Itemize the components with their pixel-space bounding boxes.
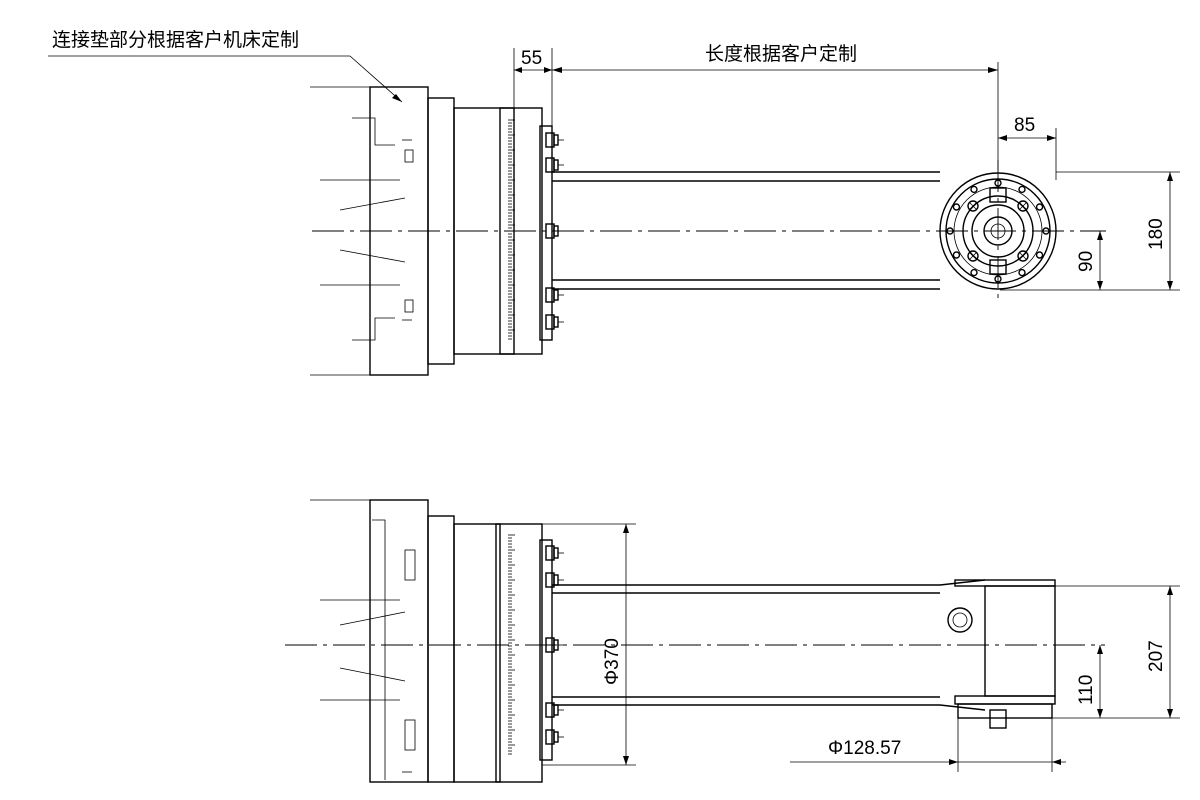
pad-hidden-lines-bottom bbox=[310, 499, 416, 780]
dim-90-label: 90 bbox=[1076, 251, 1097, 272]
dim-dia370-label: Φ370 bbox=[602, 638, 623, 685]
dim-85: 85 bbox=[998, 115, 1057, 180]
dim-55: 55 bbox=[521, 48, 542, 69]
dim-length: 55 长度根据客户定制 bbox=[513, 43, 999, 170]
flange-ring-bottom bbox=[427, 515, 455, 783]
dim-180-label: 180 bbox=[1146, 218, 1167, 250]
dim-90: 90 bbox=[1076, 231, 1103, 290]
dim-dia128: Φ128.57 bbox=[790, 718, 1066, 772]
pad-note-annotation: 连接垫部分根据客户机床定制 bbox=[48, 29, 403, 103]
dim-180: 180 bbox=[1000, 171, 1180, 291]
dim-207: 207 bbox=[1052, 585, 1180, 719]
dim-110-label: 110 bbox=[1076, 675, 1097, 705]
connection-pad-bottom bbox=[369, 499, 429, 783]
bolts-bottom bbox=[545, 545, 564, 745]
mounting-plate-bottom bbox=[539, 539, 553, 761]
scale-ring-bottom bbox=[495, 523, 543, 783]
scale-ticks-top bbox=[508, 119, 515, 340]
mounting-plate-top bbox=[539, 125, 553, 341]
body-bottom bbox=[453, 523, 501, 783]
dim-85-label: 85 bbox=[1014, 115, 1035, 136]
dim-110: 110 bbox=[1076, 645, 1103, 718]
length-note: 长度根据客户定制 bbox=[705, 43, 857, 65]
pad-hidden-lines-top bbox=[310, 86, 414, 376]
top-view bbox=[310, 86, 1106, 376]
dim-dia370: Φ370 bbox=[542, 523, 636, 766]
scale-ticks-bottom bbox=[508, 534, 515, 755]
arm-top bbox=[552, 171, 940, 290]
bottom-view bbox=[285, 499, 1105, 783]
dim-207-label: 207 bbox=[1146, 640, 1167, 672]
dim-dia128-label: Φ128.57 bbox=[828, 738, 901, 759]
arm-bottom bbox=[552, 579, 986, 711]
pad-note: 连接垫部分根据客户机床定制 bbox=[52, 29, 299, 51]
end-head-bottom bbox=[954, 579, 1056, 729]
